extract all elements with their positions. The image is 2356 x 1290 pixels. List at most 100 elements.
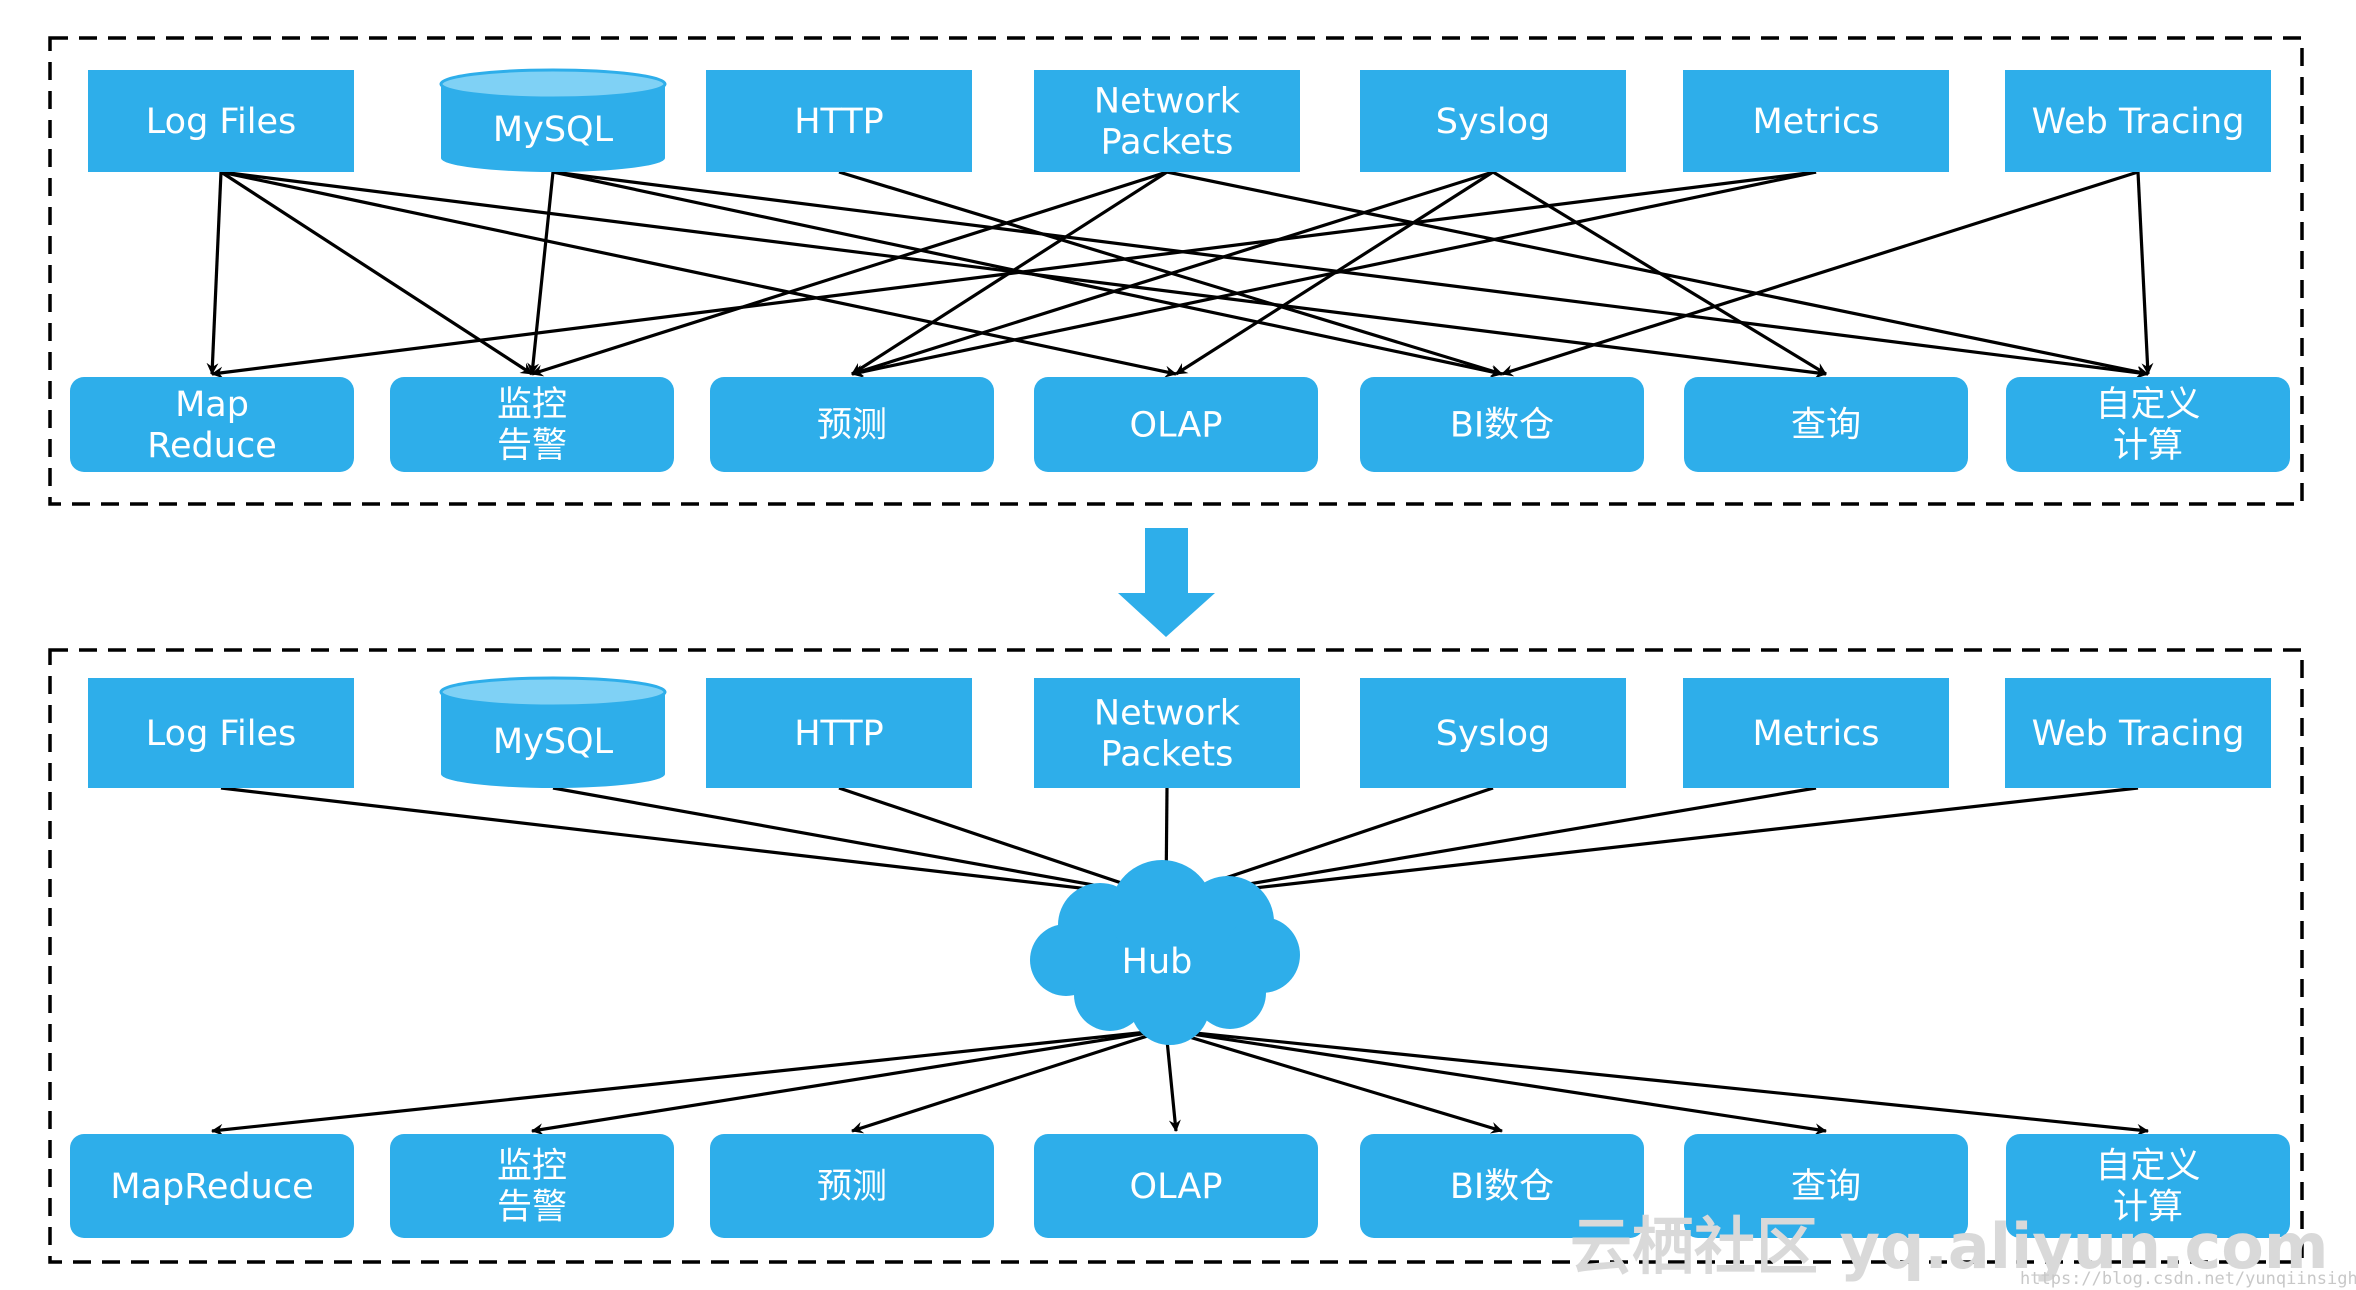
bottom-source-log-files: Log Files (88, 678, 354, 788)
database-cylinder-body (441, 84, 665, 172)
top-edge-0-1 (220, 170, 533, 376)
transition-arrow (1118, 528, 1215, 637)
bottom-frame (48, 648, 2304, 1264)
top-target-monitor-alert-box (390, 377, 674, 472)
top-source-metrics-label: Metrics (1752, 102, 1879, 142)
bottom-source-syslog-box (1360, 678, 1626, 788)
database-cylinder-top (439, 68, 667, 100)
bottom-source-web-tracing-label: Web Tracing (2032, 714, 2245, 754)
top-target-bi-warehouse: BI数仓 (1360, 377, 1644, 472)
top-source-web-tracing-label: Web Tracing (2032, 102, 2245, 142)
top-target-olap-box (1034, 377, 1318, 472)
top-target-custom-compute-box (2006, 377, 2290, 472)
hub-out-edge-2 (851, 1028, 1167, 1134)
bottom-target-query-label: 查询 (1791, 1167, 1861, 1207)
top-target-query: 查询 (1684, 377, 1968, 472)
bottom-source-syslog-label: Syslog (1436, 714, 1551, 754)
top-edge-6-4 (1501, 170, 2139, 377)
top-target-bi-warehouse-box (1360, 377, 1644, 472)
database-cylinder-body (441, 692, 665, 788)
watermark-url: https://blog.csdn.net/yunqiinsight (2020, 1269, 2356, 1289)
top-target-mapreduce-box (70, 377, 354, 472)
bottom-source-metrics: Metrics (1683, 678, 1949, 788)
top-edge-4-2 (851, 170, 1494, 377)
top-source-mysql: MySQL (439, 68, 667, 172)
bottom-target-bi-warehouse: BI数仓 (1360, 1134, 1644, 1238)
hub-in-edge-5 (1165, 786, 1817, 900)
bottom-target-row: MapReduce 监控告警 预测 OLAP BI数仓 查询 自定义计算 (70, 1134, 2290, 1238)
hub-out-edge-5 (1165, 1028, 1827, 1136)
top-target-monitor-alert-label: 监控告警 (497, 385, 567, 466)
bottom-target-monitor-alert-label: 监控告警 (497, 1147, 567, 1228)
top-edge-5-2 (851, 170, 1817, 378)
hub-out-edge-6 (1165, 1028, 2149, 1136)
bottom-source-log-files-box (88, 678, 354, 788)
hub-in-edge-6 (1165, 786, 2139, 900)
top-target-forecast-label: 预测 (817, 406, 887, 446)
bottom-target-olap-box (1034, 1134, 1318, 1238)
bottom-target-query: 查询 (1684, 1134, 1968, 1238)
top-source-http: HTTP (706, 70, 972, 172)
top-source-metrics: Metrics (1683, 70, 1949, 172)
bottom-source-mysql: MySQL (439, 676, 667, 788)
bottom-target-custom-compute-box (2006, 1134, 2290, 1238)
top-edge-1-4 (552, 170, 1503, 378)
top-edge-0-0 (206, 171, 223, 375)
hub-out-edge-0 (211, 1028, 1167, 1136)
bottom-target-monitor-alert-box (390, 1134, 674, 1238)
bottom-target-mapreduce-label: MapReduce (110, 1167, 313, 1207)
top-source-syslog: Syslog (1360, 70, 1626, 172)
hub-out-edge-1 (531, 1028, 1167, 1136)
top-target-olap: OLAP (1034, 377, 1318, 472)
bottom-source-http: HTTP (706, 678, 972, 788)
top-source-web-tracing: Web Tracing (2005, 70, 2271, 172)
top-edge-1-1 (527, 171, 555, 375)
bottom-source-syslog: Syslog (1360, 678, 1626, 788)
bottom-target-forecast-box (710, 1134, 994, 1238)
bottom-target-bi-warehouse-box (1360, 1134, 1644, 1238)
hub-in-edge-0 (220, 786, 1167, 900)
top-target-forecast: 预测 (710, 377, 994, 472)
top-source-http-box (706, 70, 972, 172)
top-target-query-box (1684, 377, 1968, 472)
top-source-syslog-box (1360, 70, 1626, 172)
top-source-web-tracing-box (2005, 70, 2271, 172)
bottom-target-query-box (1684, 1134, 1968, 1238)
bottom-target-custom-compute-label: 自定义计算 (2095, 1147, 2200, 1228)
bottom-target-monitor-alert: 监控告警 (390, 1134, 674, 1238)
bottom-source-mysql-label: MySQL (493, 722, 614, 762)
hub-in-edge-1 (552, 786, 1167, 900)
bottom-target-olap: OLAP (1034, 1134, 1318, 1238)
top-source-log-files: Log Files (88, 70, 354, 172)
top-source-mysql-label: MySQL (493, 110, 614, 150)
hub-out-edge-3 (1164, 1029, 1181, 1132)
hub-label: Hub (1122, 942, 1193, 982)
top-target-bi-warehouse-label: BI数仓 (1450, 406, 1554, 446)
bottom-source-metrics-box (1683, 678, 1949, 788)
bottom-target-custom-compute: 自定义计算 (2006, 1134, 2290, 1238)
cloud-shape (1030, 860, 1300, 1045)
bottom-source-network-packets-box (1034, 678, 1300, 788)
top-target-olap-label: OLAP (1130, 406, 1223, 446)
watermark-text: 云栖社区 yq.aliyun.com (1570, 1210, 2328, 1283)
top-source-log-files-label: Log Files (146, 102, 296, 142)
bottom-target-forecast: 预测 (710, 1134, 994, 1238)
hub-out-edge-4 (1165, 1028, 1503, 1134)
bottom-source-web-tracing: Web Tracing (2005, 678, 2271, 788)
bottom-edges (211, 786, 2149, 1136)
database-cylinder-top (439, 676, 667, 708)
hub-in-edge-2 (838, 786, 1167, 900)
bottom-target-forecast-label: 预测 (817, 1167, 887, 1207)
top-target-forecast-box (710, 377, 994, 472)
top-target-query-label: 查询 (1791, 406, 1861, 446)
top-source-log-files-box (88, 70, 354, 172)
bottom-source-http-box (706, 678, 972, 788)
